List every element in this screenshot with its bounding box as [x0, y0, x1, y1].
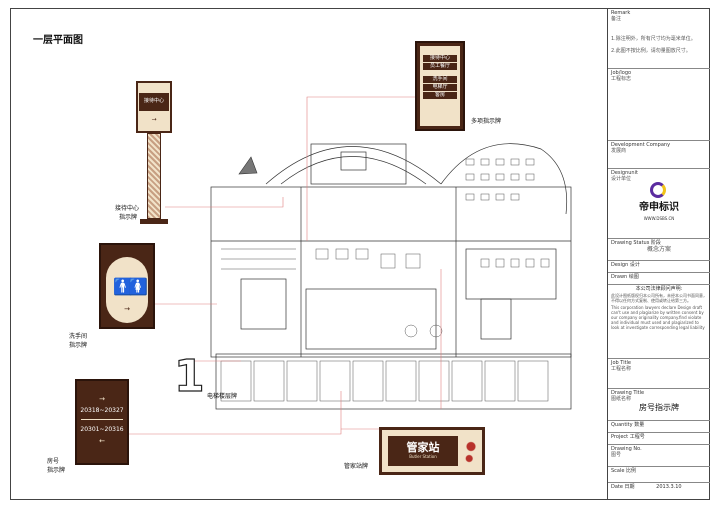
room-range-top: 20318~20327	[80, 407, 124, 414]
multi-sign-item: 员工餐厅	[423, 63, 457, 70]
reception-sign-label-1: 接待中心	[115, 205, 140, 212]
north-arrow-icon	[238, 156, 258, 175]
arrow-right-icon: →	[124, 305, 130, 313]
tb-legal: 本公司法律顾问声明: 此设计图纸版权归本公司所有，未经本公司书面同意，不得以任何…	[608, 285, 710, 359]
page-title: 一层平面图	[33, 35, 83, 46]
man-icon: 🚹	[113, 277, 133, 296]
room-number-sign: → 20318~20327 20301~20316 ←	[75, 379, 129, 465]
title-block: Remark 备注 1.除注明外，所有尺寸均为毫米单位。 2.此图不按比例，请勿…	[607, 9, 710, 499]
restroom-sign: 🚹 🚺 →	[99, 243, 155, 329]
restroom-sign-label-1: 洗手间	[69, 333, 88, 340]
tb-scale: Scale 比例	[608, 467, 710, 483]
drawing-sheet: 一层平面图	[10, 8, 710, 500]
room-sign-label-2: 指示牌	[47, 467, 66, 474]
flower-ornament-icon	[462, 436, 480, 466]
butler-station-sign: 管家站 Butler Station	[379, 427, 485, 475]
butler-title: 管家站	[406, 441, 440, 454]
company-logo: 帝申标识 WWW.DSBS.CN	[611, 182, 707, 232]
multi-sign-item: 洗手间	[423, 76, 457, 83]
drawing-area: 一层平面图	[11, 9, 607, 499]
tb-design: Design 设计	[608, 261, 710, 273]
arrow-right-icon: →	[151, 116, 157, 123]
arrow-left-icon: ←	[99, 437, 105, 445]
tb-quantity: Quantity 数量	[608, 421, 710, 433]
room-range-bottom: 20301~20316	[80, 426, 124, 433]
tb-drawing-no: Drawing No. 图号	[608, 445, 710, 467]
butler-sign-label: 管家站牌	[344, 463, 369, 470]
multi-sign-item: 客房	[423, 92, 457, 99]
tb-drawing-status: Drawing Status 阶段 概念方案	[608, 239, 710, 261]
multi-direction-sign: 接待中心员工餐厅洗手间电梯厅客房	[415, 41, 465, 131]
tb-drawing-title: Drawing Title 图纸名称 房号指示牌	[608, 389, 710, 421]
butler-subtitle: Butler Station	[409, 454, 437, 459]
floor-number: 1	[174, 351, 205, 402]
room-sign-label-1: 房号	[47, 458, 60, 465]
reception-sign-label-2: 指示牌	[119, 214, 138, 221]
woman-icon: 🚺	[128, 277, 148, 296]
multi-sign-item: 接待中心	[423, 55, 457, 62]
logo-mark-icon	[650, 182, 666, 198]
reception-totem-sign: 接待中心 →	[136, 81, 172, 226]
floor-plan: 1	[129, 96, 572, 435]
tb-date: Date 日期 2013.3.10	[611, 484, 682, 490]
tb-design-unit: Designunit 设计单位 帝申标识 WWW.DSBS.CN	[608, 169, 710, 239]
tb-development: Development Company 发展商	[608, 141, 710, 169]
arrow-right-icon: →	[99, 395, 105, 403]
tb-drawn: Drawn 绘图	[608, 273, 710, 285]
reception-sign-text: 接待中心	[143, 98, 164, 104]
multi-sign-label: 多项指示牌	[471, 118, 502, 125]
restroom-sign-label-2: 指示牌	[69, 342, 88, 349]
tb-job-logo: Job/logo 工程标志	[608, 69, 710, 141]
elevator-sign-label: 电梯楼层牌	[207, 393, 238, 400]
tb-job-title: Job Title 工程名称	[608, 359, 710, 389]
tb-remark: Remark 备注 1.除注明外，所有尺寸均为毫米单位。 2.此图不按比例，请勿…	[608, 9, 710, 69]
multi-sign-item: 电梯厅	[423, 84, 457, 91]
tb-project: Project 工程号	[608, 433, 710, 445]
